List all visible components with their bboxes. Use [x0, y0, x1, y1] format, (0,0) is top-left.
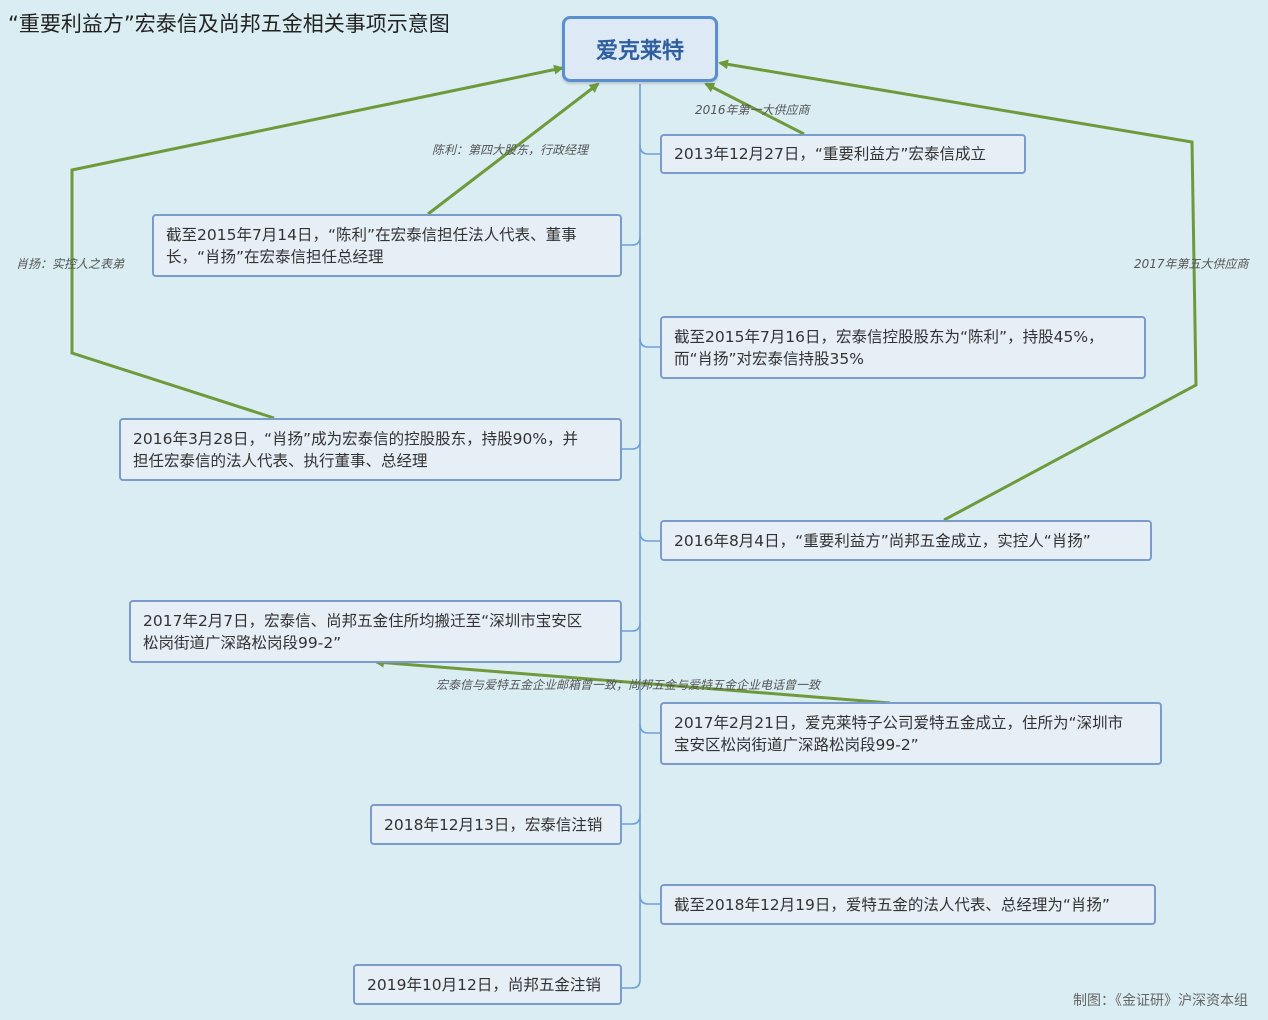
relation-label-chenli: 陈利：第四大股东，行政经理 [432, 143, 589, 157]
relation-chenli-line [427, 82, 600, 216]
event-text: 2018年12月13日，宏泰信注销 [384, 815, 603, 834]
event-node-2019-10-12: 2019年10月12日，尚邦五金注销 [353, 964, 622, 1005]
relation-2016-first-supplier-line [704, 82, 805, 136]
event-node-2016-03-28: 2016年3月28日，“肖扬”成为宏泰信的控股股东，持股90%，并 担任宏泰信的… [119, 418, 622, 481]
event-text: 2016年8月4日，“重要利益方”尚邦五金成立，实控人“肖扬” [674, 531, 1091, 550]
relation-label-2016-first-supplier: 2016年第一大供应商 [695, 103, 810, 117]
relation-label-xiaoyang: 肖扬：实控人之表弟 [16, 257, 125, 271]
event-node-2015-07-16: 截至2015年7月16日，宏泰信控股股东为“陈利”，持股45%， 而“肖扬”对宏… [660, 316, 1146, 379]
event-node-2018-12-19: 截至2018年12月19日，爱特五金的法人代表、总经理为“肖扬” [660, 884, 1156, 925]
relation-same-contact-line [374, 657, 891, 705]
chart-credit: 制图：《金证研》沪深资本组 [1073, 993, 1248, 1009]
timeline-spine [622, 84, 660, 989]
event-text: 2016年3月28日，“肖扬”成为宏泰信的控股股东，持股90%，并 担任宏泰信的… [133, 429, 579, 470]
event-text: 截至2015年7月16日，宏泰信控股股东为“陈利”，持股45%， 而“肖扬”对宏… [674, 327, 1104, 368]
relation-label-2017-fifth-supplier: 2017年第五大供应商 [1134, 257, 1249, 271]
event-node-2017-02-21: 2017年2月21日，爱克莱特子公司爱特五金成立，住所为“深圳市 宝安区松岗街道… [660, 702, 1162, 765]
relation-xiaoyang-line [70, 64, 564, 420]
root-node-aikelaite: 爱克莱特 [562, 16, 718, 82]
event-node-2015-07-14: 截至2015年7月14日，“陈利”在宏泰信担任法人代表、董事 长，“肖扬”在宏泰… [152, 214, 622, 277]
event-node-2018-12-13: 2018年12月13日，宏泰信注销 [370, 804, 622, 845]
relation-2017-fifth-supplier-line [718, 59, 1198, 522]
event-text: 截至2015年7月14日，“陈利”在宏泰信担任法人代表、董事 长，“肖扬”在宏泰… [166, 225, 577, 266]
event-text: 截至2018年12月19日，爱特五金的法人代表、总经理为“肖扬” [674, 895, 1110, 914]
event-node-2016-08-04: 2016年8月4日，“重要利益方”尚邦五金成立，实控人“肖扬” [660, 520, 1152, 561]
relation-lines [70, 59, 1198, 705]
relation-label-same-contact: 宏泰信与爱特五金企业邮箱曾一致；尚邦五金与爱特五金企业电话曾一致 [436, 678, 821, 692]
event-text: 2019年10月12日，尚邦五金注销 [367, 975, 601, 994]
diagram-title: “重要利益方”宏泰信及尚邦五金相关事项示意图 [8, 12, 450, 36]
event-text: 2013年12月27日，“重要利益方”宏泰信成立 [674, 145, 986, 163]
event-node-2013-12-27: 2013年12月27日，“重要利益方”宏泰信成立 [660, 134, 1026, 174]
event-node-2017-02-07: 2017年2月7日，宏泰信、尚邦五金住所均搬迁至“深圳市宝安区 松岗街道广深路松… [129, 600, 622, 663]
event-text: 2017年2月21日，爱克莱特子公司爱特五金成立，住所为“深圳市 宝安区松岗街道… [674, 713, 1124, 754]
event-text: 2017年2月7日，宏泰信、尚邦五金住所均搬迁至“深圳市宝安区 松岗街道广深路松… [143, 611, 583, 652]
